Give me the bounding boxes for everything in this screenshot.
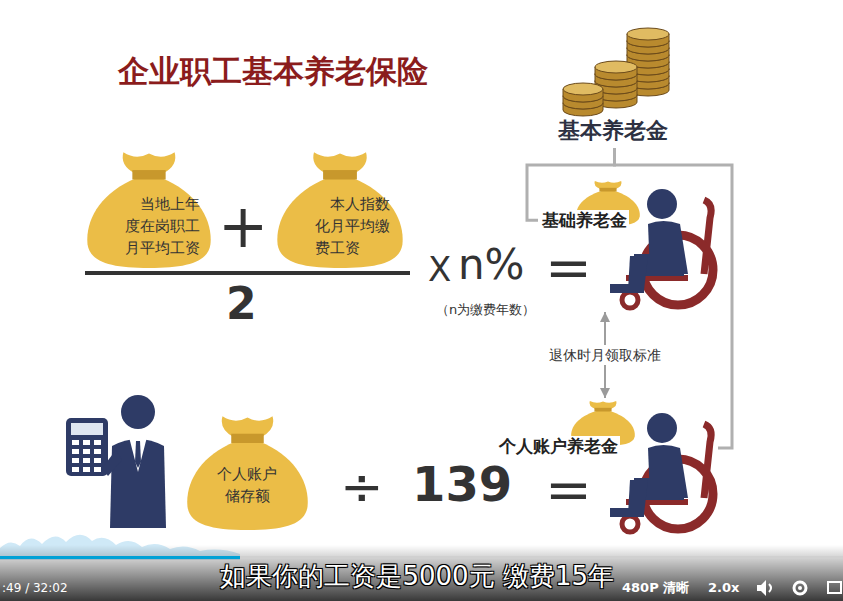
man-tie [135,441,141,468]
progress-fill [0,556,240,559]
bag-band [594,408,611,412]
node-text: 基本养老金 [548,118,678,144]
pension-figure-node: 个人账户养老金 [495,398,718,538]
coin-stacks [563,28,669,116]
bag-band [599,188,616,192]
node-text: 个人账户储存额 [217,464,278,508]
person-head [647,189,677,219]
money-bag [87,152,210,268]
volume-wave [769,584,771,592]
node-shape [495,398,718,538]
coin-top [563,83,603,95]
money-bag-node: 当地上年度在岗职工月平均工资 [85,150,213,268]
calculator-screen [71,423,103,435]
node-text: 本人指数化月平均缴费工资 [315,194,391,259]
man-shirt [129,437,147,472]
bag-band [323,170,357,179]
bracket-line [615,148,733,448]
subtitle: 如果你的工资是5000元 缴费15年 [220,563,614,589]
fullscreen-icon [828,582,841,593]
person-head [647,413,677,443]
quality-button: 480P 清晰 [622,581,689,594]
divide-sign: ÷ [340,460,384,512]
times-sign: X [428,252,451,286]
settings-icon [794,582,806,594]
man-body [110,439,166,528]
note: （n为缴费年数） [436,303,535,316]
speed-button: 2.0x [708,581,739,594]
coin-top [595,61,637,73]
divisor-number: 139 [412,460,512,508]
settings-hub [798,586,802,590]
node-text: 基础养老金 [540,210,629,230]
title: 企业职工基本养老保险 [118,56,428,87]
calculator-man [66,395,166,528]
volume-icon [757,580,766,596]
chair-small-wheel [622,516,638,532]
node-text: 当地上年度在岗职工月平均工资 [125,194,201,259]
bag-body [277,178,402,268]
man-head [121,395,155,429]
progress-track [0,556,843,559]
money-bag [187,416,308,530]
money-bag [277,152,402,268]
percent-term: n% [458,244,525,286]
fraction-bar [85,271,410,275]
chair-small-wheel [622,292,638,308]
money-bag-node: 个人账户储存额 [185,414,310,530]
equals-sign: = [545,240,592,296]
equals-sign: = [545,462,592,518]
player-bar [0,545,843,601]
bag-body [87,178,210,268]
calculator [66,418,108,476]
person-foot [610,284,644,293]
calculator-keys [72,440,101,472]
node-text: 个人账户养老金 [497,436,620,456]
money-bag-node: 本人指数化月平均缴费工资 [275,150,405,268]
coin-top [627,28,669,40]
bag-band [132,170,165,179]
bag-body [187,442,308,530]
coin-stack-node: 基本养老金 [548,28,681,148]
divisor: 2 [226,282,257,326]
edge-label: 退休时月领取标准 [546,345,664,366]
person-foot [610,508,644,517]
man-arm [102,450,122,476]
plus-sign: + [218,196,268,256]
bag-band [231,434,264,443]
video-time: :49 / 32:02 [2,582,68,594]
